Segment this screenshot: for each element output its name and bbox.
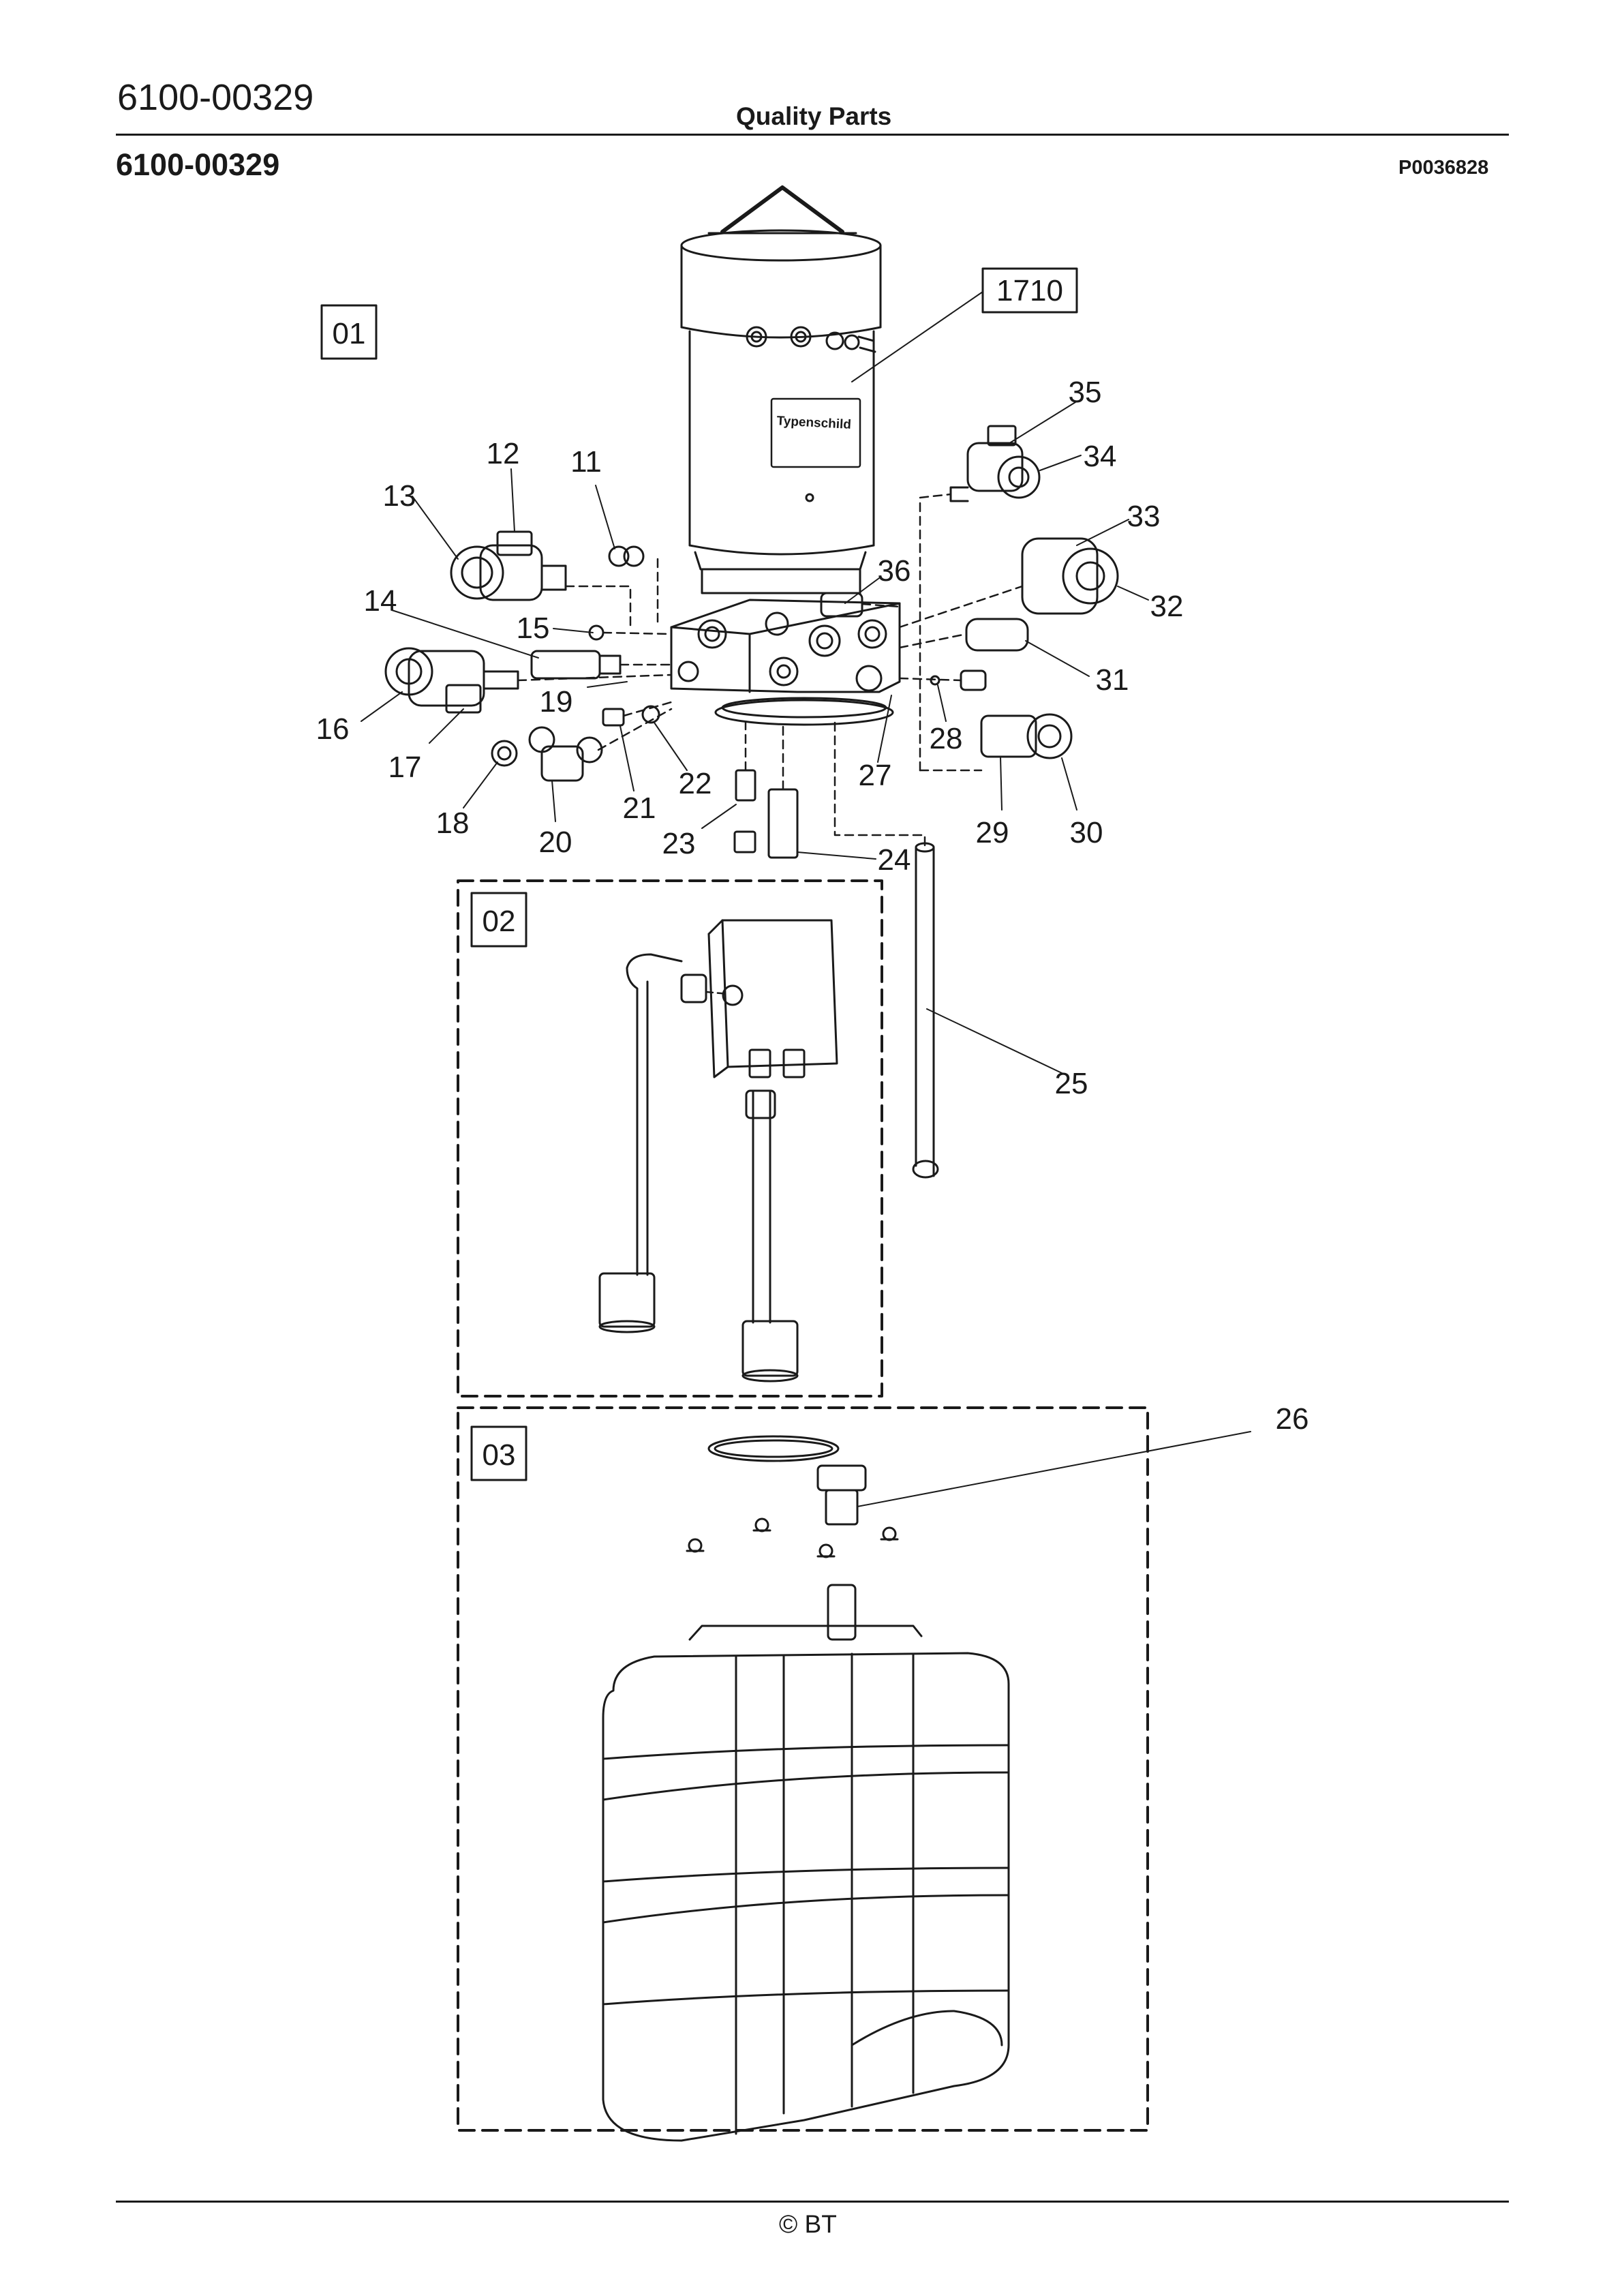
group-02-box (470, 892, 527, 948)
nameplate-text: Typenschild (776, 414, 851, 432)
footer-copyright: © BT (779, 2210, 837, 2238)
assembly-1710-box (981, 267, 1078, 314)
callout-17: 17 (388, 751, 422, 784)
callout-28: 28 (930, 722, 963, 755)
group-label-01: 01 (333, 317, 366, 350)
callout-24: 24 (878, 843, 911, 877)
group-02-frame (457, 879, 883, 1398)
callout-36: 36 (878, 554, 911, 588)
callout-numbers: 11 12 13 14 15 16 17 18 19 20 21 22 23 2… (316, 376, 1309, 1436)
assembly-guide-lines (517, 493, 1024, 849)
callout-34: 34 (1084, 440, 1117, 473)
callout-29: 29 (976, 816, 1009, 849)
tank-assembly-drawing (602, 1435, 1010, 2142)
callout-33: 33 (1127, 500, 1161, 533)
group-01-box (320, 304, 378, 360)
callout-14: 14 (364, 584, 397, 618)
callout-19: 19 (540, 685, 573, 719)
header-rule (116, 134, 1509, 136)
callout-35: 35 (1069, 376, 1102, 409)
group-03-frame (457, 1406, 1149, 2132)
callout-26: 26 (1276, 1402, 1309, 1436)
callout-18: 18 (436, 806, 470, 840)
callout-32: 32 (1150, 590, 1184, 623)
callout-22: 22 (679, 767, 712, 800)
drawing-id: P0036828 (1398, 157, 1489, 179)
header-title: Quality Parts (736, 102, 892, 130)
group-frames (457, 879, 1149, 2132)
assembly-label: 1710 (996, 274, 1063, 307)
document-number-main: 6100-00329 (116, 147, 280, 182)
callout-23: 23 (662, 827, 696, 860)
callout-30: 30 (1070, 816, 1103, 849)
motor-assembly-drawing (384, 185, 1119, 1179)
callout-13: 13 (383, 479, 416, 513)
group-label-03: 03 (483, 1438, 516, 1472)
callout-20: 20 (539, 826, 572, 859)
footer-rule (116, 2201, 1509, 2203)
document-number-top: 6100-00329 (117, 77, 314, 118)
callout-15: 15 (517, 611, 550, 645)
pipe-assembly-drawing (598, 919, 838, 1383)
callout-27: 27 (859, 759, 892, 792)
group-label-02: 02 (483, 905, 516, 938)
callout-leaders (361, 291, 1251, 1507)
callout-16: 16 (316, 712, 350, 746)
callout-25: 25 (1055, 1067, 1088, 1100)
group-03-box (470, 1425, 527, 1481)
callout-12: 12 (487, 437, 520, 470)
callout-11: 11 (570, 445, 602, 479)
callout-31: 31 (1096, 663, 1129, 697)
callout-21: 21 (623, 791, 656, 825)
